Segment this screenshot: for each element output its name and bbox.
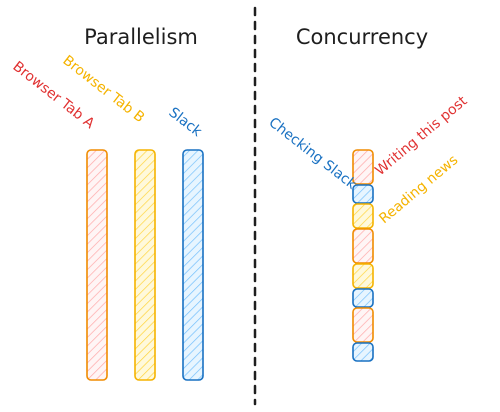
concurrency-segment-news	[352, 263, 374, 289]
concurrency-title: Concurrency	[296, 25, 428, 49]
concurrency-segment-news	[352, 203, 374, 229]
lane-bar-browser-tab-a	[86, 149, 108, 381]
parallelism-lanes: Browser Tab A Browser Tab B Slack	[10, 53, 206, 381]
concurrency-timeline	[352, 149, 374, 362]
task-label-checking-slack: Checking Slack	[266, 115, 360, 194]
parallelism-title: Parallelism	[84, 25, 198, 49]
concurrency-segment-post	[352, 307, 374, 343]
concurrency-segment-slack	[352, 342, 374, 362]
concurrency-segment-slack	[352, 184, 374, 204]
concurrency-segment-post	[352, 149, 374, 185]
concurrency-segment-slack	[352, 288, 374, 308]
lane-bar-slack	[182, 149, 204, 381]
concurrency-segment-post	[352, 228, 374, 264]
lane-bar-browser-tab-b	[134, 149, 156, 381]
lane-label-slack: Slack	[166, 105, 206, 141]
